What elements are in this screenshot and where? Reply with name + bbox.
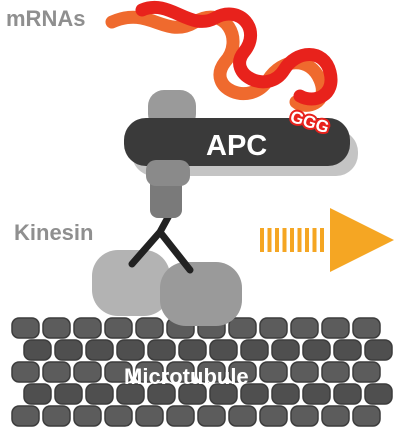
tubulin-subunit — [321, 361, 350, 383]
arrow-dash — [320, 228, 324, 252]
tubulin-subunit — [135, 317, 164, 339]
kinesin-label: Kinesin — [14, 220, 93, 245]
microtubule-lattice — [11, 317, 393, 427]
tubulin-subunit — [290, 361, 319, 383]
tubulin-subunit — [147, 339, 176, 361]
tubulin-subunit — [135, 405, 164, 427]
tubulin-subunit — [321, 405, 350, 427]
tubulin-subunit — [352, 317, 381, 339]
arrow-right-icon — [260, 208, 394, 272]
tubulin-subunit — [116, 383, 145, 405]
tubulin-subunit — [23, 339, 52, 361]
tubulin-subunit — [209, 339, 238, 361]
tubulin-subunit — [364, 339, 393, 361]
tubulin-subunit — [85, 339, 114, 361]
tubulin-subunit — [42, 317, 71, 339]
mrnas-label: mRNAs — [6, 6, 85, 31]
arrow-dashes — [260, 228, 324, 252]
arrow-dash — [267, 228, 272, 252]
tubulin-subunit — [42, 405, 71, 427]
apc-lower-domain — [146, 160, 190, 186]
tubulin-subunit — [23, 383, 52, 405]
tubulin-subunit — [271, 339, 300, 361]
tubulin-subunit — [321, 317, 350, 339]
tubulin-subunit — [54, 339, 83, 361]
tubulin-subunit — [290, 317, 319, 339]
tubulin-subunit — [178, 339, 207, 361]
apc-body — [124, 118, 350, 166]
tubulin-subunit — [333, 383, 362, 405]
tubulin-subunit — [85, 383, 114, 405]
arrow-dash — [282, 228, 287, 252]
arrow-dash — [290, 228, 294, 252]
tubulin-subunit — [333, 339, 362, 361]
tubulin-subunit — [352, 361, 381, 383]
arrow-head — [330, 208, 394, 272]
tubulin-subunit — [228, 361, 257, 383]
tubulin-subunit — [166, 405, 195, 427]
kinesin-head-right — [160, 262, 242, 326]
mrna-strands: GGG — [105, 1, 338, 139]
tubulin-subunit — [290, 405, 319, 427]
arrow-dash — [312, 228, 317, 252]
tubulin-subunit — [259, 361, 288, 383]
tubulin-subunit — [302, 383, 331, 405]
tubulin-subunit — [73, 361, 102, 383]
tubulin-subunit — [209, 383, 238, 405]
tubulin-subunit — [302, 339, 331, 361]
tubulin-subunit — [240, 383, 269, 405]
tubulin-subunit — [104, 361, 133, 383]
tubulin-subunit — [11, 405, 40, 427]
tubulin-subunit — [352, 405, 381, 427]
apc-label: APC — [206, 130, 267, 162]
tubulin-subunit — [147, 383, 176, 405]
tubulin-subunit — [11, 317, 40, 339]
tubulin-subunit — [197, 405, 226, 427]
mrna-strand-secondary — [105, 10, 329, 112]
tubulin-subunit — [116, 339, 145, 361]
mrna-strand-primary — [135, 1, 338, 106]
tubulin-subunit — [178, 383, 207, 405]
kinesin-head-left — [92, 250, 170, 316]
tubulin-subunit — [364, 383, 393, 405]
apc-complex: APC — [124, 90, 358, 186]
kinesin-motor — [92, 170, 242, 326]
arrow-dash — [297, 228, 302, 252]
tubulin-subunit — [166, 361, 195, 383]
tubulin-subunit — [104, 405, 133, 427]
tubulin-subunit — [259, 405, 288, 427]
arrow-dash — [260, 228, 264, 252]
tubulin-subunit — [54, 383, 83, 405]
arrow-dash — [275, 228, 279, 252]
tubulin-subunit — [73, 317, 102, 339]
tubulin-subunit — [228, 405, 257, 427]
tubulin-subunit — [197, 361, 226, 383]
microtubule-label: Microtubule — [124, 364, 249, 389]
tubulin-subunit — [73, 405, 102, 427]
tubulin-subunit — [135, 361, 164, 383]
tubulin-subunit — [271, 383, 300, 405]
tubulin-subunit — [104, 317, 133, 339]
arrow-dash — [305, 228, 309, 252]
tubulin-subunit — [240, 339, 269, 361]
tubulin-subunit — [228, 317, 257, 339]
tubulin-subunit — [11, 361, 40, 383]
tubulin-subunit — [259, 317, 288, 339]
tubulin-subunit — [42, 361, 71, 383]
